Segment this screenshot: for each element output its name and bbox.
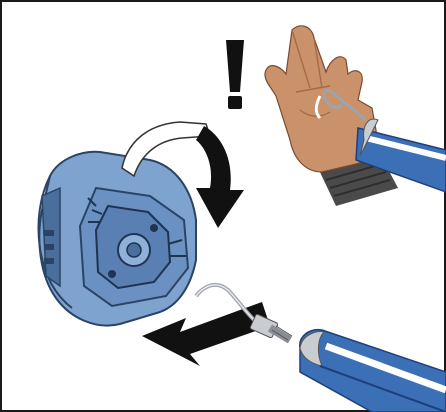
cassette-device <box>38 152 196 326</box>
rotate-clockwise-arrow-icon <box>196 126 244 228</box>
hand-holding-handpiece <box>265 26 446 206</box>
exclamation-mark-icon <box>226 40 244 109</box>
handpiece-bottom <box>300 330 446 412</box>
